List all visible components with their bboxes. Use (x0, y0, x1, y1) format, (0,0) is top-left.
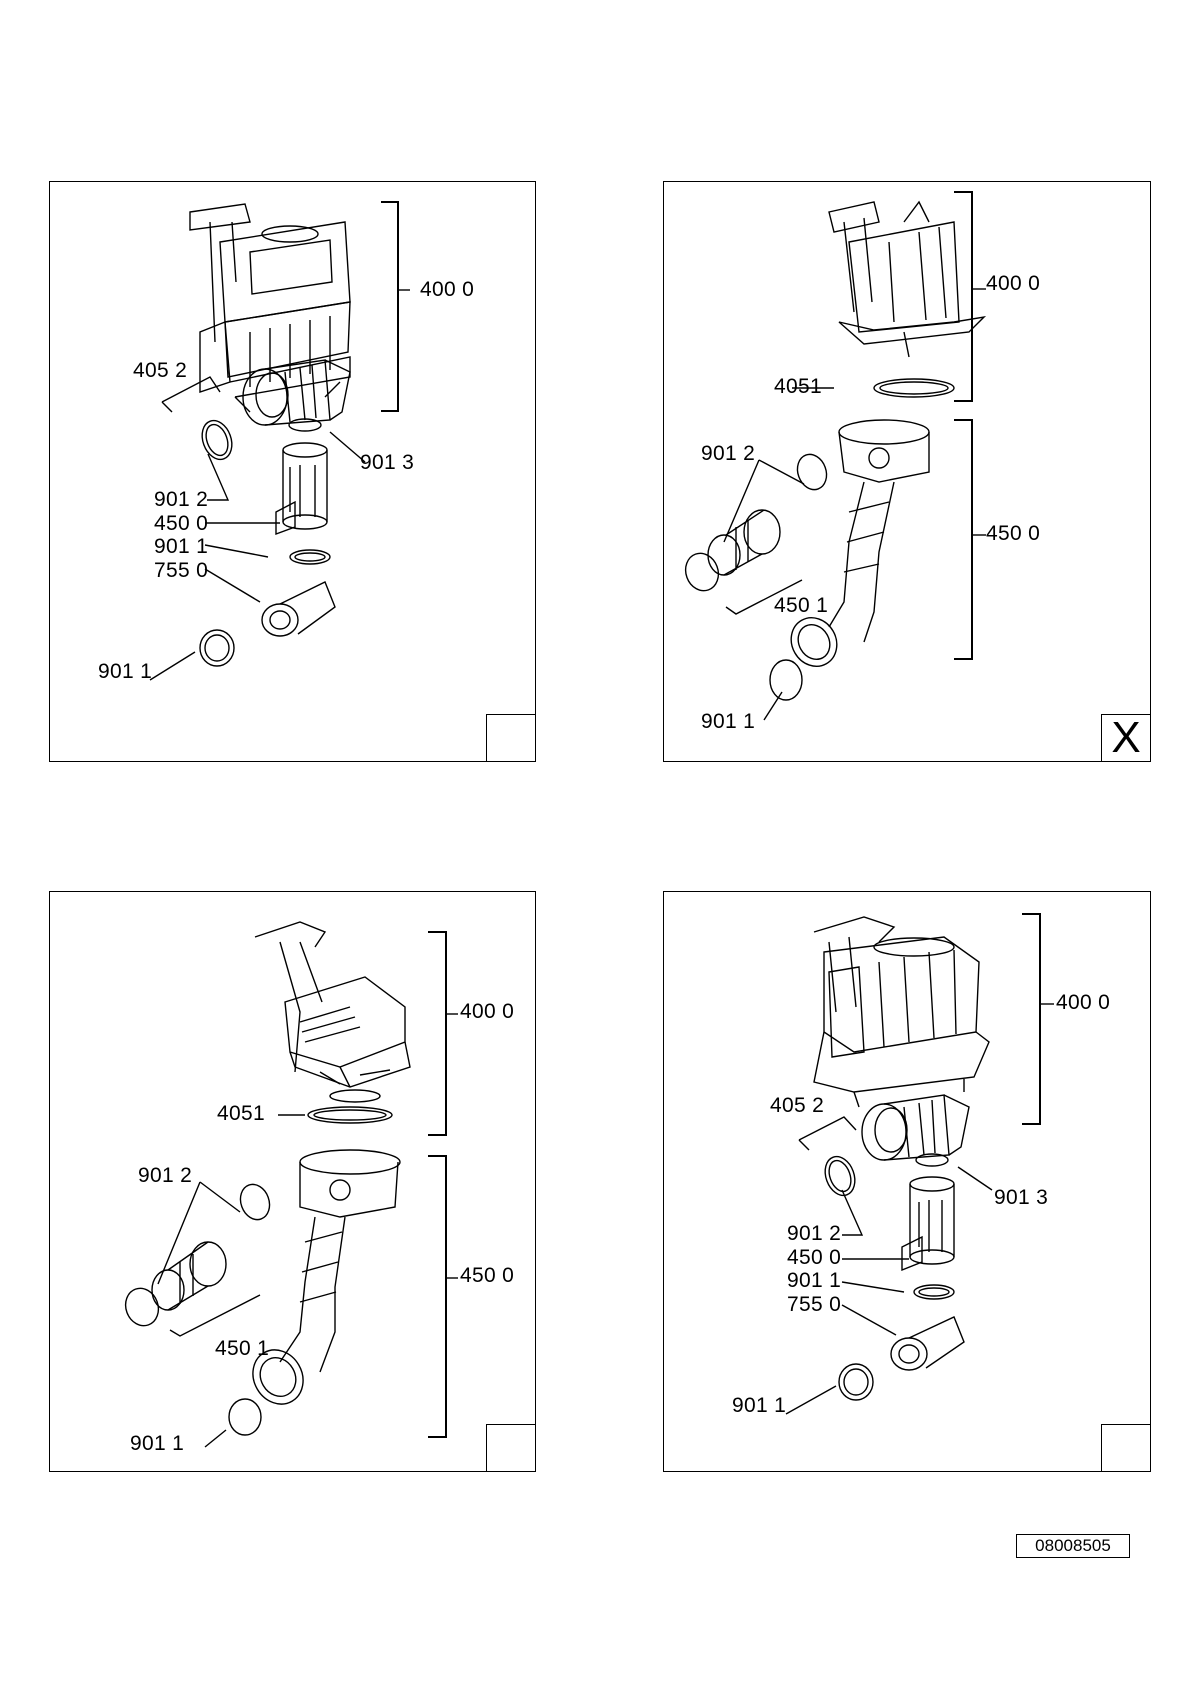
label-clamp-mid: 901 1 (787, 1269, 842, 1292)
label-seal: 405 2 (770, 1094, 825, 1117)
motor-unit-drawing (828, 200, 987, 358)
label-clamp-bottom: 901 1 (130, 1432, 185, 1455)
exploded-view-drawing (149, 201, 410, 681)
exploded-view-drawing (785, 913, 1054, 1415)
sleeve-drawing (707, 509, 781, 576)
label-hose: 450 0 (986, 522, 1041, 545)
clamp-drawing (824, 1155, 856, 1197)
label-sleeve: 450 1 (774, 594, 829, 617)
label-clamp-pair: 901 2 (154, 488, 209, 511)
clamp-drawing (124, 1287, 160, 1327)
label-seal: 4051 (774, 375, 822, 398)
label-clamp-pair: 901 2 (787, 1222, 842, 1245)
label-cover: 755 0 (787, 1293, 842, 1316)
label-hose: 450 0 (787, 1246, 842, 1269)
label-seal: 405 2 (133, 359, 188, 382)
clamp-drawing-bottom (838, 1363, 874, 1401)
hose-drawing (252, 1149, 401, 1405)
exploded-view-drawing (684, 191, 987, 721)
label-motor: 400 0 (420, 278, 475, 301)
connector-drawing (242, 359, 351, 426)
ring-drawing (289, 549, 331, 565)
seal-ring-drawing (873, 378, 955, 398)
label-sleeve: 450 1 (215, 1337, 270, 1360)
label-clamp-pair: 901 2 (701, 442, 756, 465)
clamp-drawing-bottom (199, 629, 235, 667)
connector-drawing (861, 1094, 970, 1161)
exploded-view-drawing (124, 921, 458, 1448)
corner-mark-box (486, 1424, 536, 1472)
hose-drawing (790, 419, 930, 667)
clamp-drawing-bottom (769, 659, 803, 701)
label-clamp-top: 901 3 (360, 451, 415, 474)
document-code: 08008505 (1016, 1534, 1130, 1558)
label-hose: 450 0 (460, 1264, 515, 1287)
corner-mark-box (486, 714, 536, 762)
corner-mark-box: X (1101, 714, 1151, 762)
label-motor: 400 0 (1056, 991, 1111, 1014)
label-clamp-bottom: 901 1 (98, 660, 153, 683)
motor-unit-drawing (813, 916, 990, 1108)
clamp-drawing (684, 552, 720, 592)
motor-unit-drawing (254, 921, 411, 1103)
hose-drawing (901, 1176, 955, 1272)
sleeve-drawing (151, 1241, 227, 1311)
label-hose: 450 0 (154, 512, 209, 535)
ring-drawing (913, 1284, 955, 1300)
diagram-panel-1: 400 0 405 2 901 3 901 2 450 0 901 1 755 … (49, 181, 536, 762)
clamp-drawing-bottom (228, 1398, 262, 1436)
label-motor: 400 0 (986, 272, 1041, 295)
diagram-panel-4: 400 0 405 2 901 3 901 2 450 0 901 1 755 … (663, 891, 1151, 1472)
cover-drawing (261, 581, 336, 637)
label-clamp-top: 901 3 (994, 1186, 1049, 1209)
seal-ring-drawing (307, 1106, 393, 1124)
diagram-panel-2: 400 0 4051 901 2 450 1 450 0 901 1 X (663, 181, 1151, 762)
label-motor: 400 0 (460, 1000, 515, 1023)
label-clamp-bottom: 901 1 (701, 710, 756, 733)
cover-drawing (890, 1316, 965, 1371)
label-clamp-pair: 901 2 (138, 1164, 193, 1187)
corner-mark-box (1101, 1424, 1151, 1472)
diagram-panel-3: 400 0 4051 901 2 450 1 450 0 901 1 (49, 891, 536, 1472)
label-clamp-mid: 901 1 (154, 535, 209, 558)
clamp-drawing (201, 419, 233, 461)
motor-unit-drawing (189, 203, 351, 413)
label-clamp-bottom: 901 1 (732, 1394, 787, 1417)
label-cover: 755 0 (154, 559, 209, 582)
hose-drawing (275, 442, 328, 536)
label-seal: 4051 (217, 1102, 265, 1125)
